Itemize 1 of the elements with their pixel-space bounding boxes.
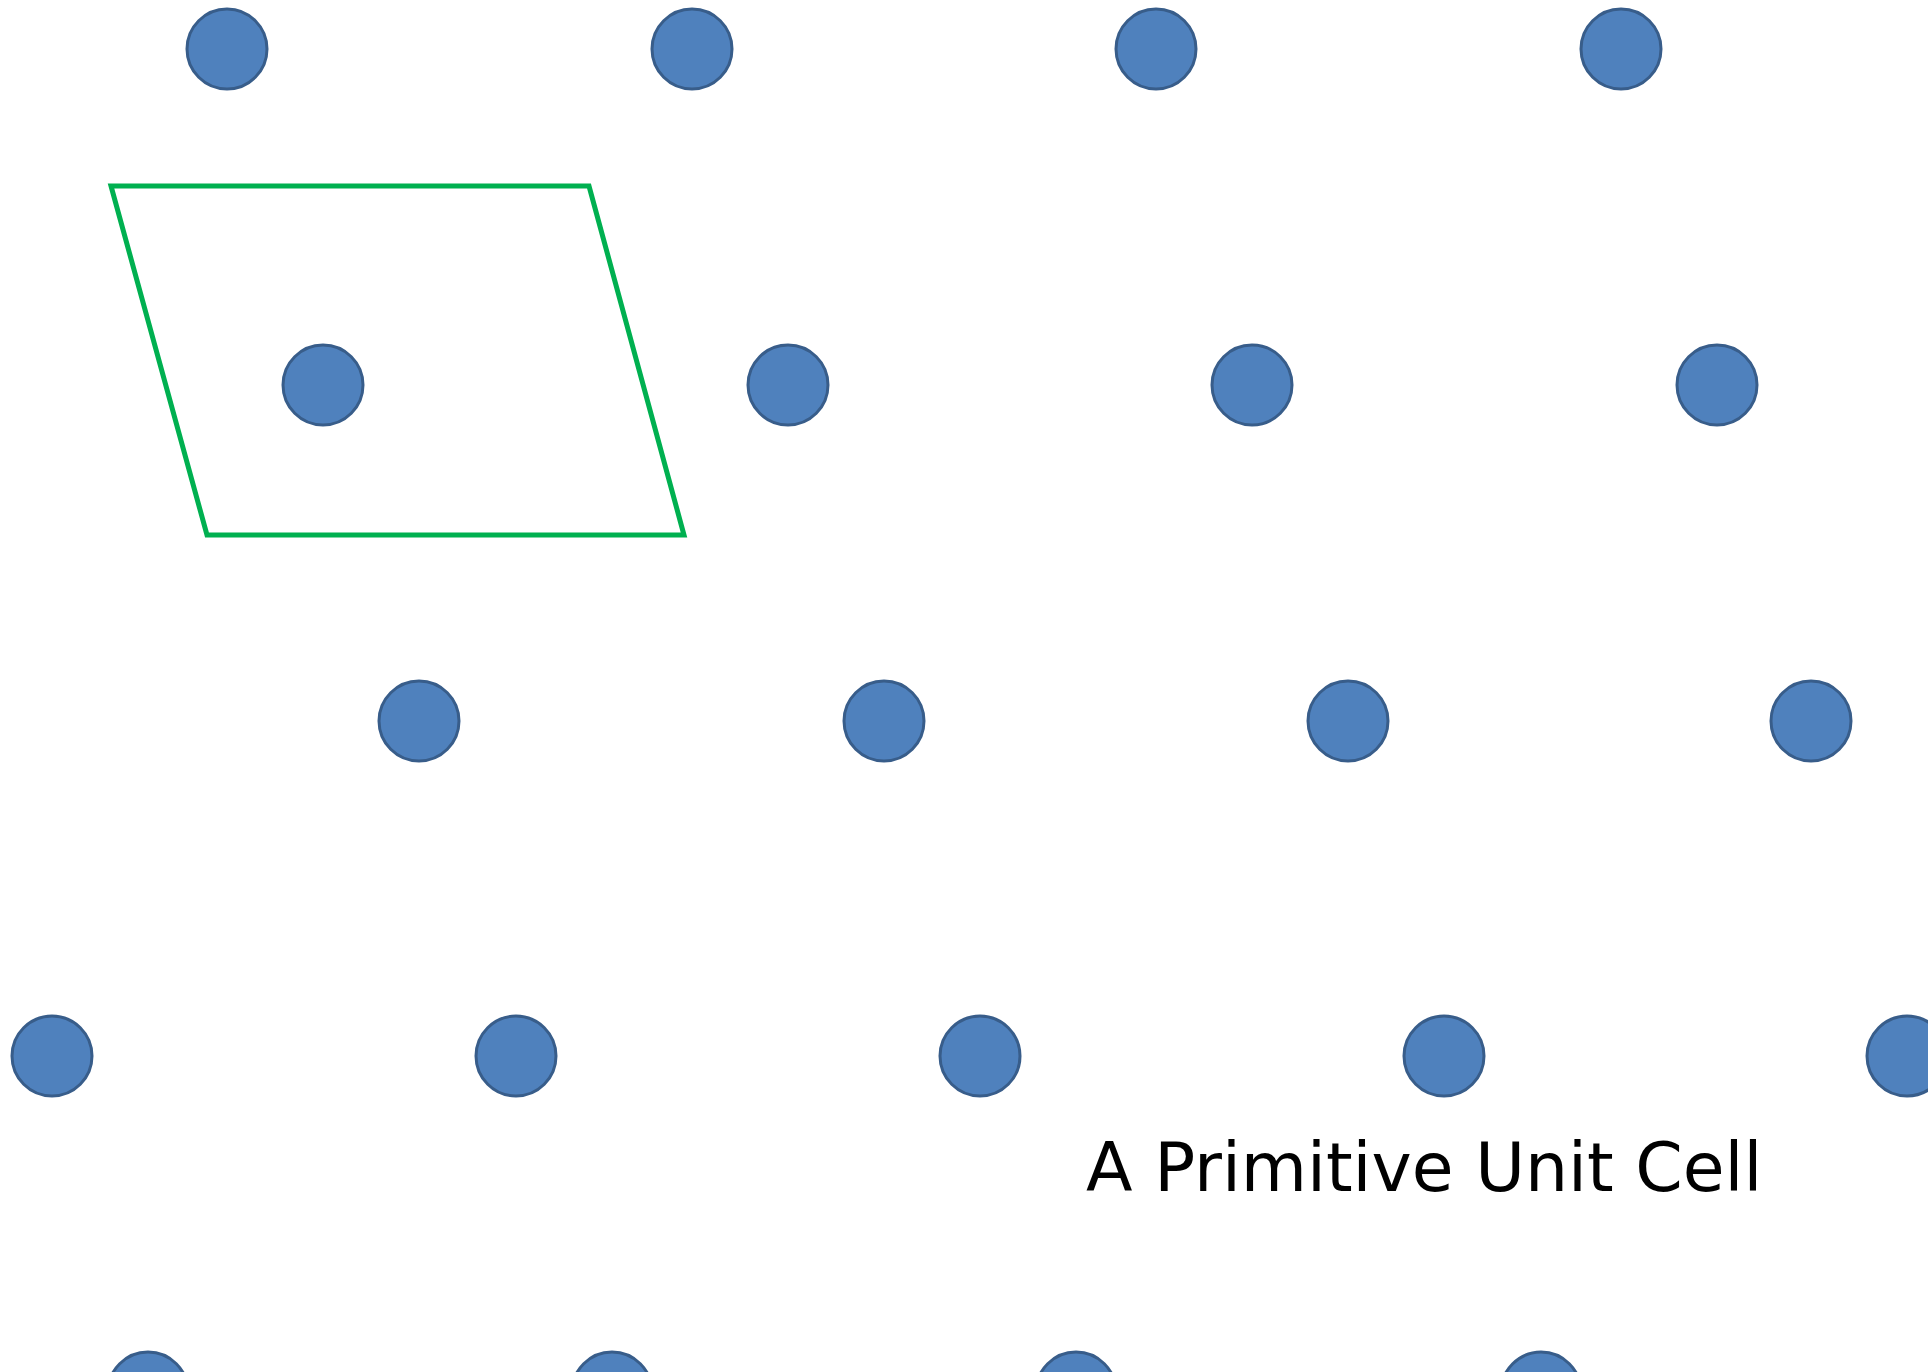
diagram-label: A Primitive Unit Cell bbox=[1086, 1128, 1763, 1207]
